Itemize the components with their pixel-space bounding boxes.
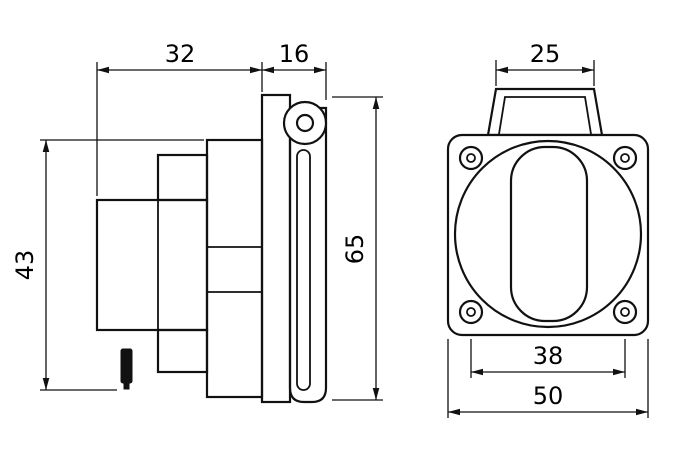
side-view-dimensions: 32 16 43 65 — [11, 40, 383, 401]
mounting-hole-outer — [458, 145, 484, 171]
mounting-hole-inner — [620, 307, 630, 317]
mounting-hole-inner — [620, 153, 630, 163]
side-body-bottom-step — [156, 328, 209, 374]
front-view-dimensions: 25 38 50 — [447, 40, 649, 418]
side-body-top-step — [156, 153, 209, 202]
side-terminal-pin — [120, 348, 133, 390]
side-hinge-circle — [282, 100, 328, 146]
side-flange — [205, 138, 264, 399]
mounting-hole-top-left — [458, 145, 484, 171]
side-terminal-pin-body — [120, 348, 133, 384]
front-socket-circle — [453, 139, 643, 329]
front-socket-slot — [509, 145, 589, 323]
side-dim-width-body-label: 32 — [165, 40, 196, 68]
front-dim-hole-spacing-label: 38 — [533, 342, 564, 370]
side-lid-slot — [296, 149, 311, 391]
front-view — [446, 87, 650, 337]
mounting-hole-bottom-right — [612, 299, 638, 325]
side-body-main — [95, 198, 209, 332]
side-view — [95, 93, 328, 404]
mounting-hole-inner — [466, 307, 476, 317]
front-dim-lid-width-label: 25 — [530, 40, 561, 68]
mounting-hole-inner — [466, 153, 476, 163]
side-gasket-plate — [260, 93, 292, 404]
side-dim-height-total-label: 65 — [341, 234, 369, 265]
front-dim-flange-width-label: 50 — [533, 382, 564, 410]
mounting-hole-bottom-left — [458, 299, 484, 325]
front-lid-outer — [486, 87, 604, 137]
side-dim-width-lid-label: 16 — [279, 40, 310, 68]
mounting-hole-outer — [458, 299, 484, 325]
mounting-hole-top-right — [612, 145, 638, 171]
side-dim-height-body-label: 43 — [11, 250, 39, 281]
side-terminal-pin-tip — [123, 380, 130, 390]
mounting-hole-outer — [612, 145, 638, 171]
side-lid-panel — [288, 106, 328, 404]
front-lid-inner — [498, 96, 592, 135]
side-hinge-pin-hole — [295, 113, 315, 133]
mounting-hole-outer — [612, 299, 638, 325]
